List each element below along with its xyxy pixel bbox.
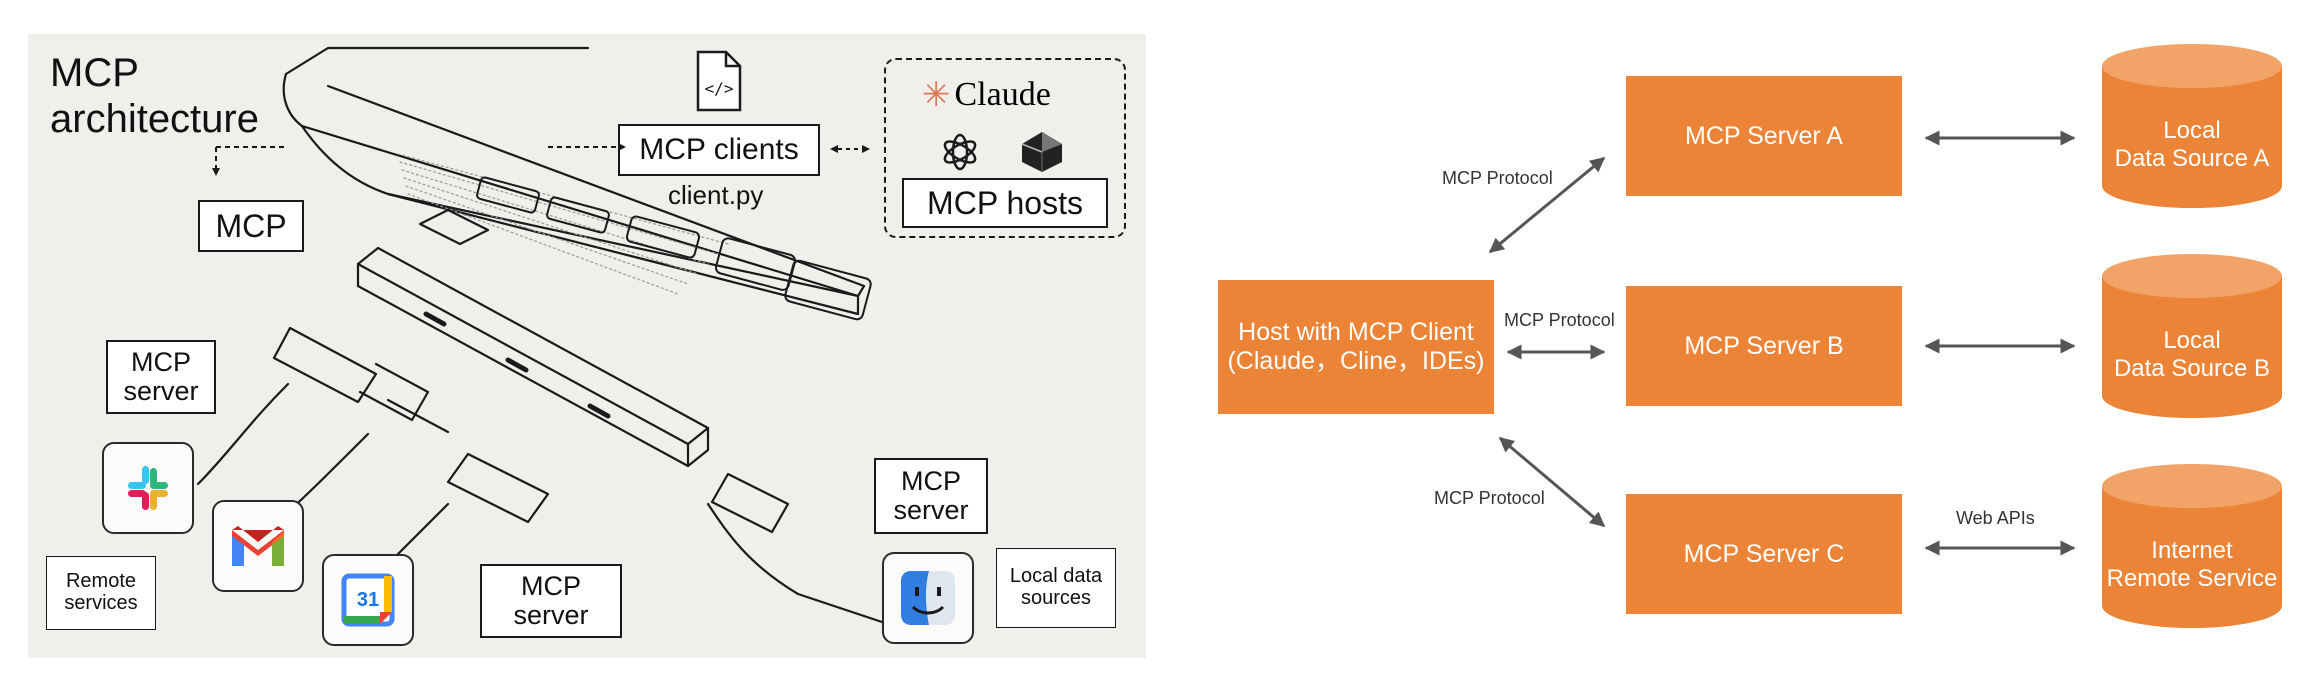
mcp-label: MCP — [198, 200, 304, 252]
mcp-server-b-box: MCP Server B — [1626, 286, 1902, 406]
client-filename: client.py — [668, 180, 764, 210]
local-data-source-b-cylinder: Local Data Source B — [2102, 252, 2282, 420]
internet-remote-service-cylinder: Internet Remote Service — [2102, 462, 2282, 630]
claude-logo: ✳ Claude — [922, 76, 1051, 114]
finder-tile — [882, 552, 974, 644]
mcp-hosts-label: MCP hosts — [902, 178, 1108, 228]
hosts-cube-icon — [1021, 132, 1062, 172]
arrow-host-server-a — [1488, 156, 1606, 254]
mcp-server-a-box: MCP Server A — [1626, 76, 1902, 196]
mcp-server-label-bottom: MCP server — [480, 564, 622, 638]
remote-services-label: Remote services — [46, 556, 156, 630]
mcp-server-label-right: MCP server — [874, 458, 988, 534]
diagram-title: MCP architecture — [50, 50, 259, 142]
mcp-server-c-box: MCP Server C — [1626, 494, 1902, 614]
host-line-1: Host with MCP Client — [1238, 318, 1474, 347]
edge-label-web-apis: Web APIs — [1956, 508, 2035, 528]
laptop-keys — [476, 176, 872, 321]
mcp-clients-label: MCP clients — [618, 124, 820, 176]
google-calendar-icon — [341, 573, 395, 627]
dashed-connector-hosts — [830, 145, 870, 153]
gmail-icon — [232, 526, 284, 566]
mcp-hosts-group: ✳ Claude MCP hosts — [884, 58, 1126, 238]
calendar-tile: 31 — [322, 554, 414, 646]
slack-tile — [102, 442, 194, 534]
arrow-host-server-c — [1498, 436, 1606, 528]
mcp-server-label-top: MCP server — [106, 340, 216, 414]
host-line-2: (Claude，Cline，IDEs) — [1227, 347, 1485, 375]
title-line-2: architecture — [50, 97, 259, 141]
dashed-connector-left — [548, 143, 626, 151]
title-line-1: MCP — [50, 51, 139, 95]
edge-label-host-c: MCP Protocol — [1434, 488, 1545, 508]
usb-hub-drawing — [356, 208, 710, 468]
code-file-icon: </> — [696, 50, 742, 112]
claude-logo-text: Claude — [954, 76, 1051, 113]
dashed-connector-down — [212, 146, 286, 176]
calendar-day: 31 — [356, 588, 380, 611]
finder-icon — [901, 571, 955, 625]
claude-starburst-icon: ✳ — [922, 76, 951, 114]
svg-text:</>: </> — [705, 79, 734, 98]
local-data-sources-label: Local data sources — [996, 548, 1116, 628]
local-data-source-a-cylinder: Local Data Source A — [2102, 42, 2282, 210]
edge-label-host-b: MCP Protocol — [1504, 310, 1615, 330]
edge-label-host-a: MCP Protocol — [1442, 168, 1553, 188]
host-with-mcp-client-box: Host with MCP Client (Claude，Cline，IDEs) — [1218, 280, 1494, 414]
openai-icon — [943, 133, 977, 171]
gmail-tile — [212, 500, 304, 592]
laptop-drawing — [282, 46, 872, 321]
mcp-architecture-illustration: MCP architecture </> MCP clients client.… — [28, 34, 1146, 658]
slack-icon — [128, 466, 168, 510]
